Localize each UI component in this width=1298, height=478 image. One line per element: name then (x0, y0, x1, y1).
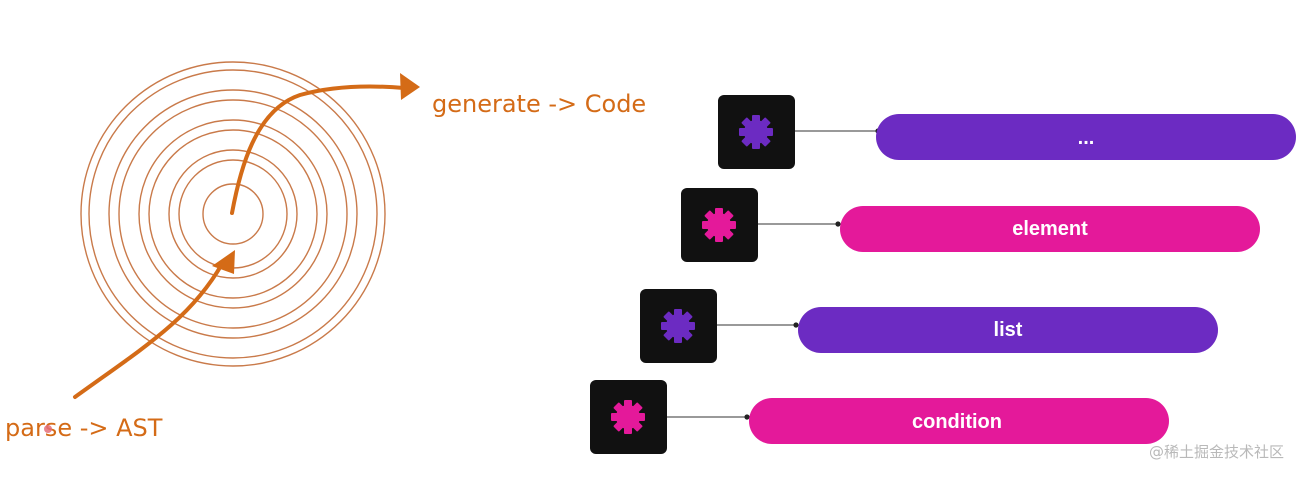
pill (840, 206, 1260, 252)
gear-icon (702, 208, 736, 242)
parse-arrowhead (212, 250, 235, 274)
ring (202, 183, 264, 245)
cursor-dot (44, 425, 52, 433)
parse-arrow (73, 262, 224, 399)
generate-label: generate -> Code (432, 90, 646, 118)
connector-dot (744, 414, 750, 420)
stack-row-4: condition (590, 380, 1169, 454)
gear-icon (611, 400, 645, 434)
ring (168, 149, 298, 279)
parse-label: parse -> AST (5, 414, 163, 442)
ring (88, 69, 378, 359)
stack-row-2: element (681, 188, 1260, 262)
pill-label: ... (1078, 127, 1095, 149)
ring (148, 129, 318, 299)
stack-row-1: ... (718, 95, 1296, 169)
connector-dot (793, 322, 799, 328)
gear-icon (739, 115, 773, 149)
ring (80, 61, 386, 367)
stack-row-3: list (640, 289, 1218, 363)
gear-icon (661, 309, 695, 343)
pill-label: list (994, 319, 1023, 341)
pill-label: element (1012, 218, 1088, 240)
ring (108, 89, 358, 339)
pill (876, 114, 1296, 160)
watermark: @稀土掘金技术社区 (1148, 443, 1284, 461)
ring (118, 99, 348, 329)
pill (798, 307, 1218, 353)
pill-label: condition (912, 411, 1002, 433)
generate-arrow (230, 84, 406, 215)
concentric-rings (80, 61, 386, 367)
pill (749, 398, 1169, 444)
ring (138, 119, 328, 309)
generate-arrowhead (400, 73, 420, 100)
connector-dot (835, 221, 841, 227)
